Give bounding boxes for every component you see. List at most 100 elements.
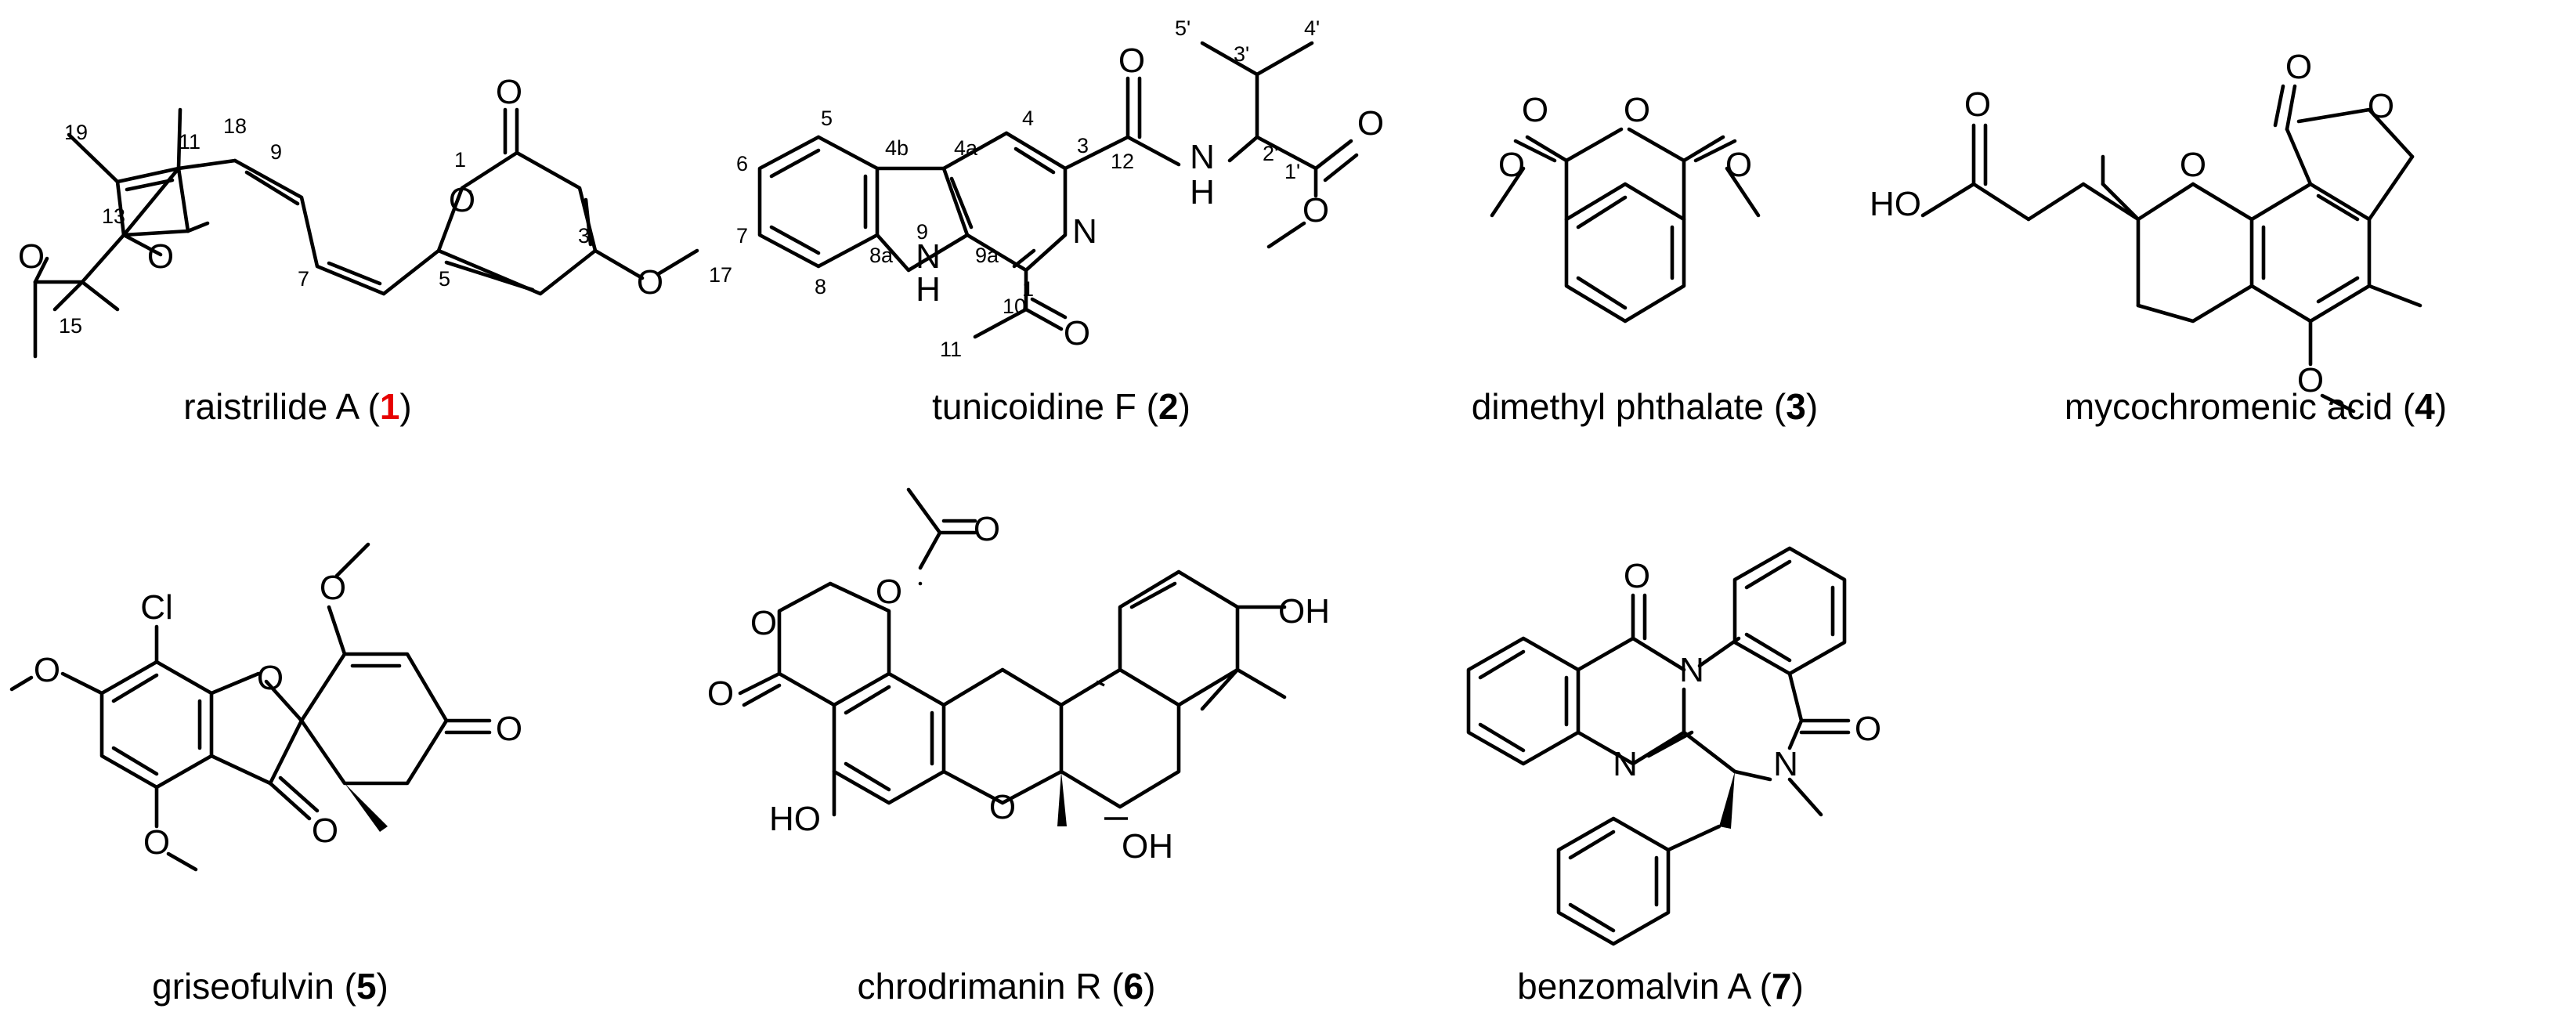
atom-label: O (707, 674, 734, 713)
atom-label: O (496, 73, 522, 111)
atom-number: 5' (1175, 16, 1190, 40)
atom-number: 19 (64, 121, 88, 144)
atom-label: H (916, 270, 941, 309)
atom-label: O (320, 569, 346, 607)
atom-number: 4b (885, 136, 909, 160)
atom-number: 9a (975, 244, 999, 267)
caption-compound-3: dimethyl phthalate (3) (1472, 386, 1818, 427)
atom-label: HO (769, 800, 821, 838)
atom-number: 12 (1111, 150, 1134, 173)
atom-number: 1 (1022, 277, 1034, 301)
atom-label: O (1357, 104, 1384, 143)
atom-label: O (750, 604, 777, 642)
atom-label: O (2368, 87, 2394, 125)
caption-compound-1: raistrilide A (1) (183, 386, 411, 427)
atom-label: N (1679, 651, 1704, 689)
stereo-hash (1096, 680, 1128, 820)
atom-label: O (1624, 557, 1650, 595)
structure-benzomalvin-a (1466, 546, 1851, 946)
atom-label: O (496, 710, 522, 748)
structure-chrodrimanin-r (738, 487, 1287, 817)
atom-number: 4' (1304, 16, 1320, 40)
atom-number: 17 (709, 263, 732, 287)
atom-label: HO (1870, 185, 1921, 223)
atom-label: N (1190, 138, 1215, 176)
atom-label: O (1964, 85, 1991, 124)
atom-number: 8a (869, 244, 894, 267)
caption-compound-6: chrodrimanin R (6) (858, 966, 1156, 1007)
atom-label: O (2180, 146, 2206, 184)
compound-name: benzomalvin A (1517, 966, 1751, 1007)
atom-label: O (637, 263, 663, 302)
atom-number: 5 (439, 267, 450, 291)
atom-number: 18 (223, 114, 247, 138)
compound-number: 2 (1158, 386, 1179, 427)
atom-number: 10 (1003, 295, 1026, 318)
caption-compound-2: tunicoidine F (2) (932, 386, 1190, 427)
atom-label: O (1522, 91, 1548, 129)
compound-name: tunicoidine F (932, 386, 1136, 427)
atom-number: 9 (916, 220, 928, 244)
atom-label: H (1190, 173, 1215, 211)
compound-number: 5 (356, 966, 377, 1007)
compound-name: griseofulvin (152, 966, 334, 1007)
atom-label: O (876, 573, 902, 611)
structure-raistrilide-a (33, 107, 699, 359)
atom-label: O (143, 823, 170, 862)
atom-label: O (974, 510, 1000, 548)
structure-griseofulvin (9, 542, 492, 872)
atom-label: O (1624, 91, 1650, 129)
atom-label: N (1072, 212, 1097, 251)
atom-label: O (1118, 42, 1145, 80)
atom-label: Cl (140, 588, 173, 627)
atom-label: O (1498, 146, 1525, 184)
atom-label: O (1855, 710, 1881, 748)
atom-label: O (2285, 48, 2312, 86)
atom-label: OH (1278, 592, 1330, 631)
atom-number: 4a (954, 136, 978, 160)
atom-label: N (1613, 745, 1638, 783)
atom-label: N (1773, 745, 1798, 783)
atom-label: O (2297, 361, 2324, 399)
atom-label: O (312, 812, 338, 850)
compound-name: raistrilide A (183, 386, 359, 427)
atom-number: 11 (940, 338, 962, 361)
compound-number: 1 (380, 386, 400, 427)
atom-number: 5 (821, 107, 833, 130)
atom-label: O (449, 181, 475, 219)
compound-number: 3 (1786, 386, 1806, 427)
stereo-wedge (1057, 772, 1067, 826)
atom-label: O (257, 659, 284, 697)
compound-name: mycochromenic acid (2065, 386, 2393, 427)
atom-number: 1' (1284, 160, 1300, 183)
atom-label: O (18, 237, 45, 276)
atom-number: 8 (815, 275, 826, 298)
atom-number: 2' (1263, 142, 1278, 165)
atom-number: 13 (102, 204, 125, 228)
atom-label: OH (1122, 827, 1173, 866)
atom-number: 4 (1022, 107, 1034, 130)
caption-compound-4: mycochromenic acid (4) (2065, 386, 2447, 427)
atom-number: 3 (578, 224, 590, 248)
stereo-wedge (1719, 772, 1735, 829)
atom-label: O (1064, 314, 1090, 352)
atom-number: 6 (736, 152, 748, 175)
atom-number: 11 (179, 130, 201, 154)
stereo-wedge (345, 783, 388, 832)
atom-number: 15 (59, 314, 82, 338)
compound-number: 7 (1772, 966, 1792, 1007)
compound-name: chrodrimanin R (858, 966, 1102, 1007)
compound-number: 4 (2415, 386, 2435, 427)
atom-label: O (34, 651, 60, 689)
atom-label: O (1302, 191, 1329, 230)
atom-number: 3 (1077, 134, 1089, 157)
atom-number: 7 (298, 267, 309, 291)
atom-number: 9 (270, 140, 282, 164)
structure-mycochromenic-acid (1920, 84, 2422, 414)
caption-compound-7: benzomalvin A (7) (1517, 966, 1804, 1007)
structure-dimethyl-phthalate (1490, 127, 1761, 324)
compound-number: 6 (1124, 966, 1144, 1007)
atom-label: O (989, 788, 1016, 826)
atom-label: O (1725, 146, 1752, 184)
